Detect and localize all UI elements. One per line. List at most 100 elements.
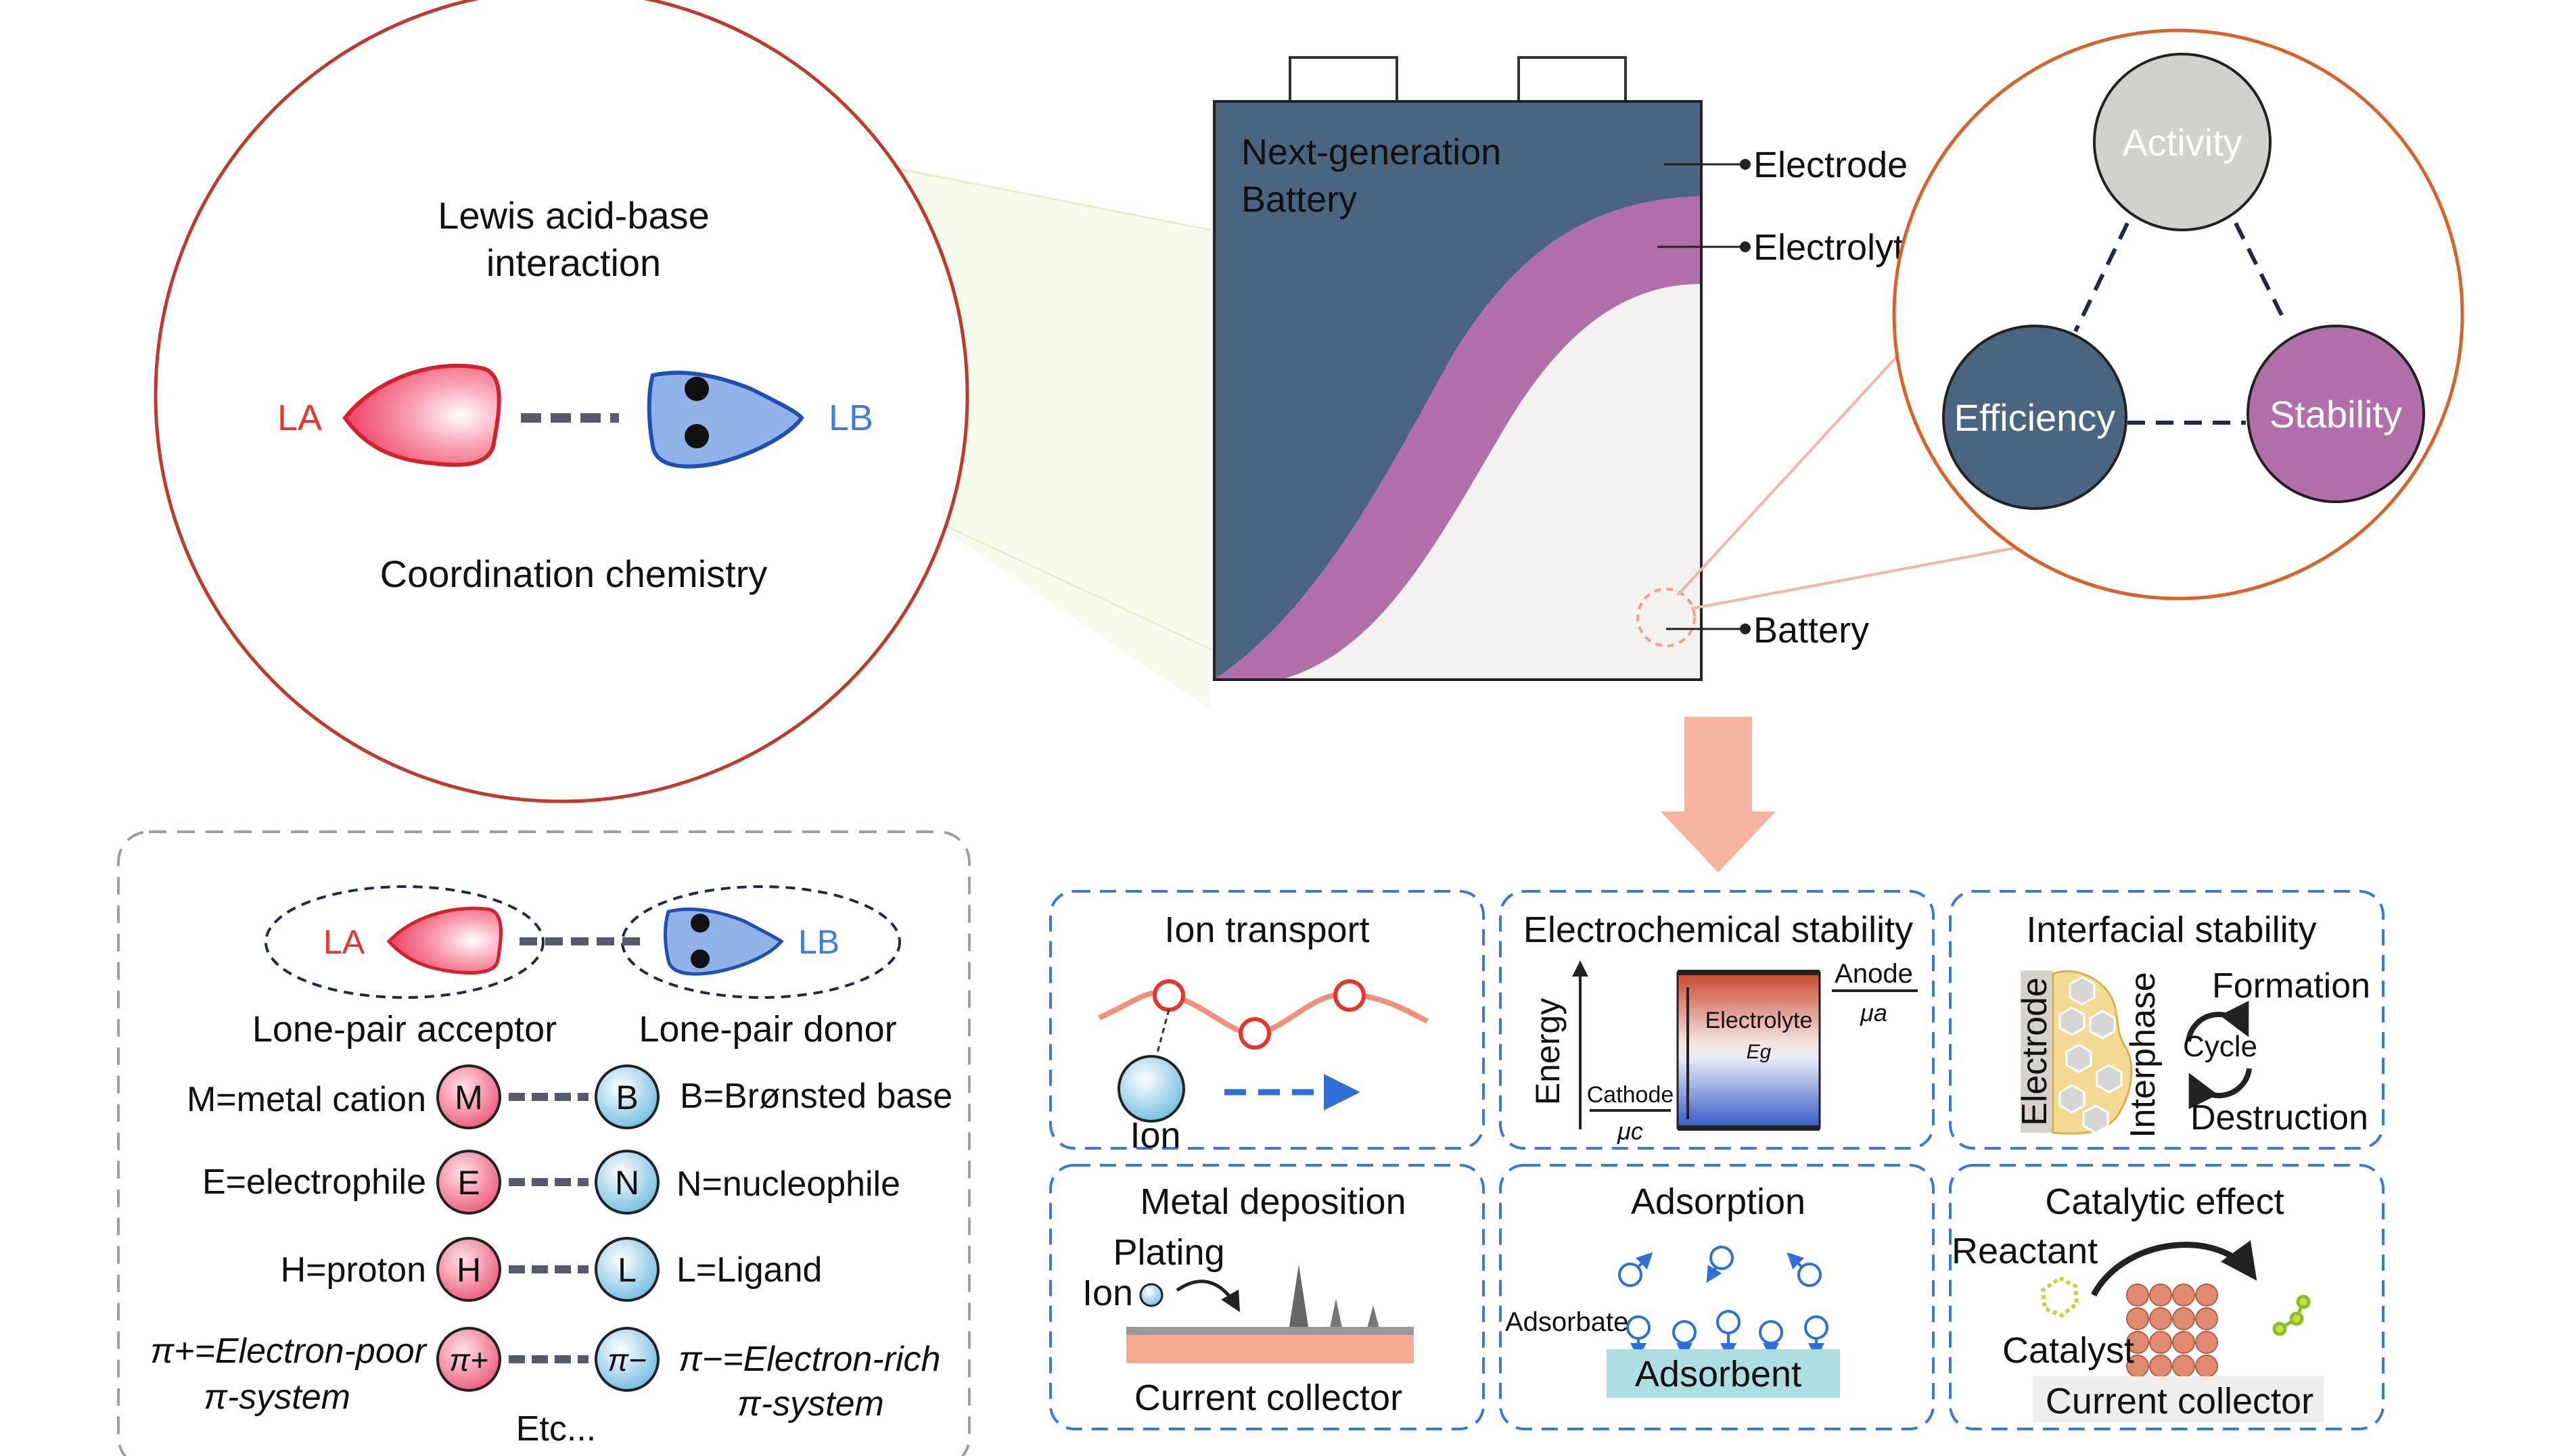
legend-box: LA LB Lone-pair acceptor Lone-pair donor… (117, 830, 971, 1456)
cycle-label: Cycle (2183, 1030, 2257, 1063)
current-collector-plate (1126, 1335, 1414, 1363)
stability-node (2247, 325, 2425, 503)
property-triangle: Activity Efficiency Stability (1892, 28, 2464, 601)
lewis-circle: Lewis acid-base interaction LA LB Coordi… (154, 0, 1212, 803)
deposition-ion-label: Ion (1082, 1273, 1133, 1313)
down-arrow (1661, 717, 1776, 872)
collector-label: Current collector (1134, 1378, 1402, 1418)
lone-pair-dot (685, 424, 709, 448)
legend-acid-shape (386, 906, 503, 974)
electrode-vertical-label: Electrode (2015, 977, 2054, 1126)
activity-label: Activity (2122, 121, 2242, 164)
la-label: LA (277, 398, 322, 438)
panel-electrochemical-stability: Electrochemical stability Energy Electro… (1499, 890, 1935, 1150)
legend-row-left: H=proton (281, 1250, 426, 1290)
pi-acid-label: π+ (449, 1342, 488, 1378)
battery-illustration: Next-generation Battery Electrode Electr… (1213, 56, 1924, 681)
mu-c-label: μc (1617, 1117, 1643, 1145)
anode-label: Anode (1835, 959, 1913, 989)
acceptor-ellipse (264, 885, 545, 999)
legend-row-right: N=nucleophile (676, 1165, 900, 1204)
lone-pair-dot (685, 377, 709, 401)
catalytic-collector-label: Current collector (2046, 1381, 2313, 1422)
panel-adsorption: Adsorption Adsorbate Adsorbent (1499, 1164, 1935, 1430)
pi-right-line2: π-system (737, 1384, 884, 1424)
formation-label: Formation (2212, 966, 2370, 1006)
adsorbent-slab (1607, 1349, 1840, 1398)
adsorbent-label: Adsorbent (1635, 1354, 1801, 1394)
electrochem-title: Electrochemical stability (1523, 910, 1913, 950)
base-ball-label: N (615, 1164, 639, 1202)
mu-a-label: μa (1860, 999, 1887, 1027)
battery-terminal (1289, 56, 1398, 103)
donor-label: Lone-pair donor (639, 1009, 896, 1050)
legend-la: LA (323, 923, 365, 961)
pi-left-line1: π+=Electron-poor (150, 1332, 428, 1371)
panel-interfacial-stability: Interfacial stability Electrode Interpha… (1949, 890, 2385, 1150)
electrolyte-label: Electrolyte (1753, 227, 1924, 268)
lb-label: LB (829, 398, 873, 438)
electrolyte-layer (1216, 196, 1700, 678)
plating-label: Plating (1113, 1232, 1224, 1273)
legend-base-shape (664, 907, 784, 976)
reactant-label: Reactant (1952, 1231, 2098, 1271)
acid-ball-label: E (457, 1164, 480, 1202)
lewis-acid-shape (342, 363, 501, 467)
panel-catalytic-effect: Catalytic effect Reactant Catalyst Curre… (1949, 1164, 2385, 1430)
dendrite (1329, 1298, 1343, 1331)
dendrite (1289, 1265, 1309, 1331)
base-ball-label: B (616, 1079, 638, 1117)
interfacial-title: Interfacial stability (2026, 910, 2316, 950)
acid-ball-label: M (455, 1079, 483, 1117)
lewis-title-line1: Lewis acid-base (438, 194, 710, 237)
battery-interior (1285, 284, 1700, 678)
metal-deposition-title: Metal deposition (1140, 1181, 1406, 1222)
panel-ion-transport: Ion transport Ion (1049, 890, 1485, 1156)
product-molecule (2272, 1294, 2311, 1336)
lewis-subtitle: Coordination chemistry (380, 553, 768, 595)
activity-node (2093, 53, 2272, 231)
legend-row-right: B=Brønsted base (680, 1077, 952, 1116)
dendrite (1366, 1305, 1380, 1331)
catalyst-particles (2126, 1284, 2218, 1378)
ion-transport-title: Ion transport (1164, 910, 1369, 950)
legend-row-left: M=metal cation (187, 1080, 426, 1119)
cathode-label: Cathode (1587, 1082, 1674, 1108)
ion-sphere (1118, 1055, 1185, 1123)
donor-ellipse (621, 885, 901, 999)
adsorbate-label: Adsorbate (1505, 1307, 1628, 1337)
ion-label: Ion (1130, 1115, 1180, 1156)
energy-label: Energy (1529, 998, 1567, 1105)
battery-label: Battery (1753, 610, 1869, 651)
interphase-vertical-label: Interphase (2123, 972, 2163, 1138)
acceptor-label: Lone-pair acceptor (252, 1009, 557, 1050)
interphase-grains (2058, 976, 2123, 1134)
battery-title-line1: Next-generation (1241, 132, 1501, 172)
zoom-spot (1636, 588, 1696, 647)
legend-row-left: E=electrophile (202, 1163, 426, 1202)
panel-metal-deposition: Metal deposition Plating Ion Current col… (1049, 1164, 1485, 1430)
catalytic-collector-slab (2033, 1376, 2324, 1422)
battery-terminal (1517, 56, 1627, 103)
etc-label: Etc... (516, 1409, 596, 1449)
lewis-title-line2: interaction (486, 241, 661, 284)
legend-row-right: L=Ligand (676, 1250, 822, 1290)
efficiency-label: Efficiency (1954, 396, 2116, 439)
catalytic-title: Catalytic effect (2045, 1181, 2284, 1222)
adsorption-title: Adsorption (1631, 1181, 1805, 1222)
pi-right-line1: π−=Electron-rich (678, 1340, 940, 1379)
band-electrolyte-label: Electrolyte (1705, 1008, 1813, 1033)
reactant-ring (2040, 1275, 2079, 1318)
base-ball-label: L (618, 1251, 637, 1289)
battery-title-line2: Battery (1241, 179, 1357, 220)
destruction-label: Destruction (2190, 1098, 2368, 1137)
pi-base-label: π− (607, 1342, 647, 1378)
electrolyte-band (1676, 971, 1821, 1129)
efficiency-node (1942, 325, 2127, 510)
adsorbate-molecules (1618, 1246, 1828, 1359)
acid-ball-label: H (457, 1251, 481, 1289)
electrode-label: Electrode (1753, 145, 1908, 185)
stability-label: Stability (2270, 393, 2402, 436)
legend-lb: LB (798, 923, 839, 961)
